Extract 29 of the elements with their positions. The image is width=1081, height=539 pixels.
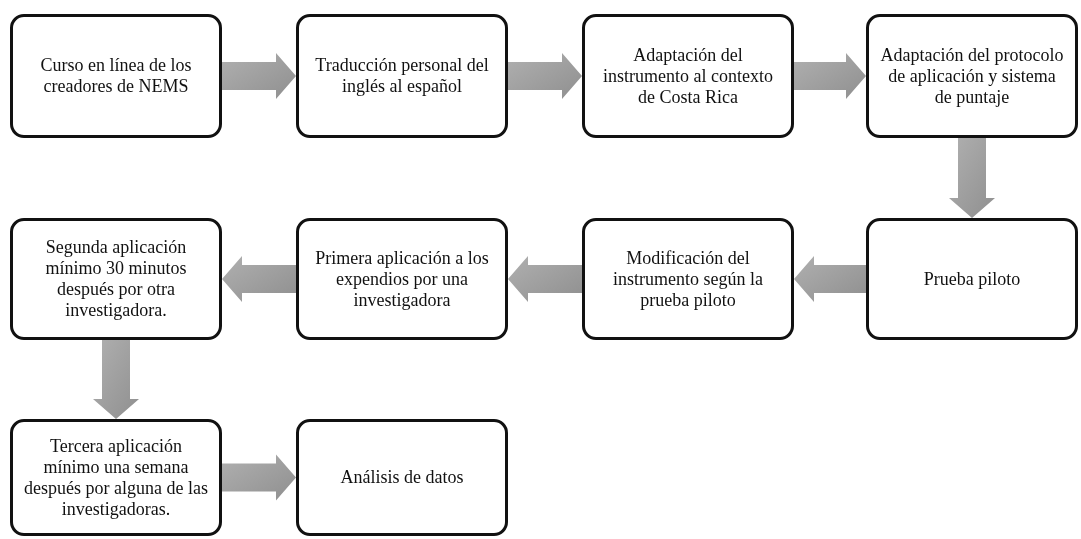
block-arrow (222, 454, 296, 501)
step-text: Curso en línea de los creadores de NEMS (39, 55, 193, 97)
step-text: Prueba piloto (923, 268, 1021, 290)
process-box (296, 14, 508, 138)
block-arrow (222, 256, 296, 302)
step-text: Tercera aplicación mínimo una semana después por alguna de las investigadoras. (23, 435, 209, 520)
process-box (296, 419, 508, 536)
process-box (866, 218, 1078, 340)
block-arrow (508, 256, 582, 302)
step-text: Adaptación del protocolo de aplicación y sistema de puntaje (879, 44, 1065, 108)
process-box (10, 218, 222, 340)
block-arrow (949, 138, 995, 218)
step-text: Adaptación del instrumento al contexto de Costa Rica (602, 44, 774, 108)
step-text: Traducción personal del inglés al español (314, 55, 490, 97)
step-text: Segunda aplicación mínimo 30 minutos después por otra investigadora. (44, 237, 188, 321)
process-box (582, 218, 794, 340)
process-box (10, 14, 222, 138)
block-arrow (93, 340, 139, 419)
block-arrow (222, 53, 296, 99)
process-box (296, 218, 508, 340)
process-box (866, 14, 1078, 138)
process-box (582, 14, 794, 138)
block-arrow (794, 53, 866, 99)
block-arrow (794, 256, 866, 302)
step-text: Análisis de datos (340, 467, 464, 488)
step-text: Primera aplicación a los expendios por una investigadora (314, 247, 490, 311)
block-arrow (508, 53, 582, 99)
step-text: Modificación del instrumento según la prueba piloto (612, 247, 764, 311)
process-box (10, 419, 222, 536)
